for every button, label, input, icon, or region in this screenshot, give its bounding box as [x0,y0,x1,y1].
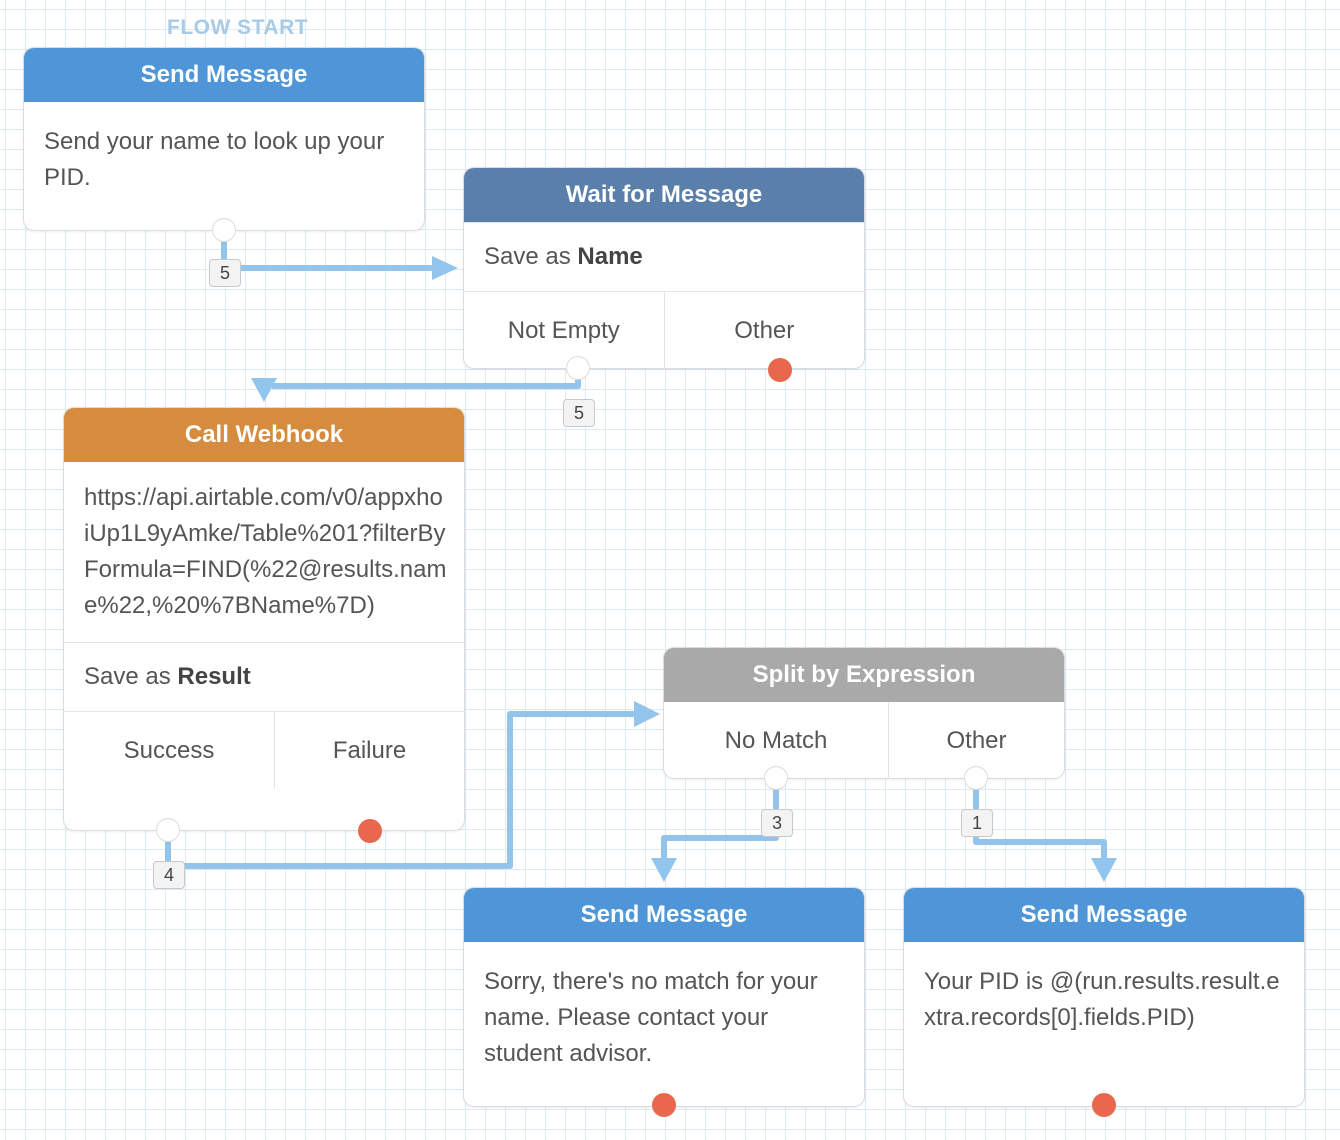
node-title[interactable]: Send Message [24,48,424,102]
connector-wait-to-webhook [272,370,581,389]
exit-no-match[interactable]: No Match [664,702,889,779]
arrowhead-to-pid [1091,858,1117,882]
connection-count-wait-to-webhook: 5 [563,399,595,427]
exit-handle-success[interactable] [157,819,179,841]
unconnected-exit-send-pid[interactable] [1092,1093,1116,1117]
exit-other[interactable]: Other [946,727,1007,754]
arrowhead-to-webhook [251,378,277,402]
exit-handle-not-empty[interactable] [567,357,589,379]
message-text: Sorry, there's no match for your name. P… [484,968,818,1067]
save-as-row: Save as Name [464,222,864,292]
arrowhead-to-nomatch [651,858,677,882]
exit-success[interactable]: Success [64,712,275,789]
send-message-node-no-match[interactable]: Send Message Sorry, there's no match for… [464,888,864,1106]
connector-split-nomatch-to-send [661,784,779,860]
unconnected-exit-failure[interactable] [358,819,382,843]
node-title[interactable]: Send Message [464,888,864,942]
node-title[interactable]: Split by Expression [664,648,1064,702]
connector-split-other-to-send [973,784,1107,862]
send-message-node-pid[interactable]: Send Message Your PID is @(run.results.r… [904,888,1304,1106]
save-as-variable: Result [177,663,251,690]
exit-row: Success Failure [64,712,464,789]
save-as-variable: Name [577,243,643,270]
call-webhook-node[interactable]: Call Webhook https://api.airtable.com/v0… [64,408,464,830]
connector-start-to-wait [221,238,436,271]
exit-handle-send-start[interactable] [213,219,235,241]
message-text: Your PID is @(run.results.result.extra.r… [924,968,1280,1031]
wait-for-message-node[interactable]: Wait for Message Save as Name Not Empty … [464,168,864,369]
arrowhead-to-wait [432,256,458,280]
webhook-url: https://api.airtable.com/v0/appxhoiUp1L9… [84,484,447,619]
save-as-prefix: Save as [84,663,178,690]
save-as-prefix: Save as [484,243,578,270]
unconnected-exit-send-no-match[interactable] [652,1093,676,1117]
message-text: Send your name to look up your PID. [44,128,385,191]
connection-count-webhook-to-split: 4 [153,861,185,889]
exit-handle-split-other[interactable] [965,767,987,789]
flow-start-label: FLOW START [167,16,309,39]
exit-row: Not Empty Other [464,292,864,369]
connection-count-start-to-wait: 5 [209,259,241,287]
connection-count-split-nomatch: 3 [761,809,793,837]
exit-other[interactable]: Other [734,317,795,344]
exit-handle-no-match[interactable] [765,767,787,789]
arrowhead-to-split [634,701,660,727]
split-by-expression-node[interactable]: Split by Expression No Match Other [664,648,1064,779]
send-message-node-start[interactable]: Send Message Send your name to look up y… [24,48,424,230]
connector-webhook-to-split [165,711,636,869]
exit-row: No Match Other [664,702,1064,779]
node-title[interactable]: Wait for Message [464,168,864,222]
exit-not-empty[interactable]: Not Empty [464,292,665,369]
exit-failure[interactable]: Failure [332,737,407,764]
unconnected-exit-wait-other[interactable] [768,358,792,382]
node-title[interactable]: Call Webhook [64,408,464,462]
connection-count-split-other: 1 [961,809,993,837]
save-as-row: Save as Result [64,642,464,712]
node-title[interactable]: Send Message [904,888,1304,942]
